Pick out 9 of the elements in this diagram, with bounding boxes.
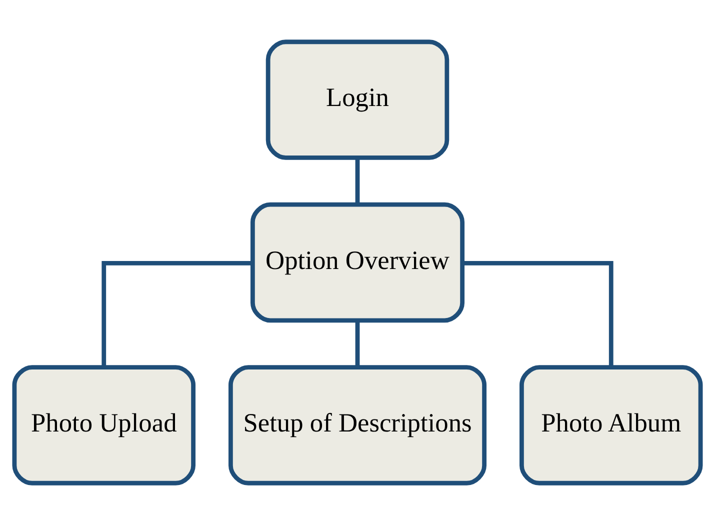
node-box: Photo Album	[520, 364, 703, 485]
connector	[462, 260, 614, 367]
node-box: Login	[266, 39, 450, 160]
connector	[355, 320, 360, 366]
node-box: Setup of Descriptions	[228, 364, 486, 485]
connector	[355, 158, 360, 204]
connector	[102, 260, 253, 367]
node-box: Option Overview	[250, 202, 465, 322]
node-box: Photo Upload	[12, 364, 196, 485]
